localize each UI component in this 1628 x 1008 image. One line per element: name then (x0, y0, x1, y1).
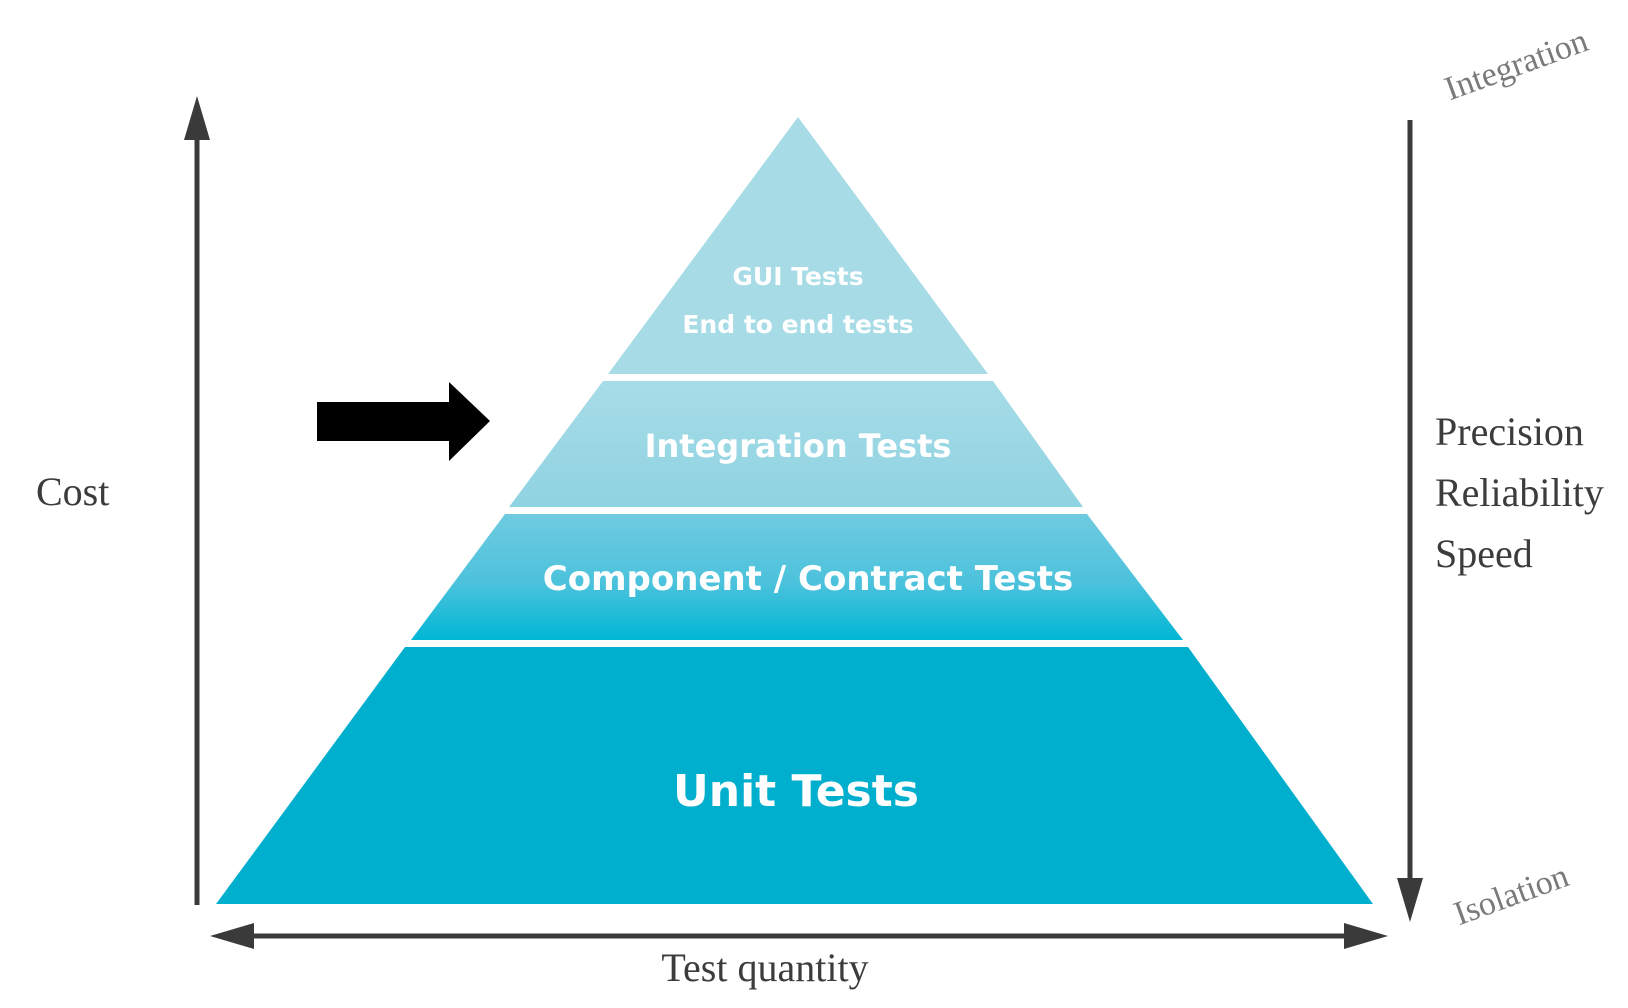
integration-isolation-arrowhead-icon (1397, 878, 1423, 922)
pyramid-layer-integration (509, 381, 1083, 507)
unit-tests-label: Unit Tests (673, 766, 919, 817)
pointer-arrow-icon (317, 382, 490, 461)
quantity-axis-left-arrowhead-icon (210, 923, 254, 949)
cost-label: Cost (36, 469, 109, 514)
pyramid-layer-gui (608, 117, 988, 374)
speed-label: Speed (1435, 531, 1533, 576)
component-contract-tests-label: Component / Contract Tests (543, 559, 1073, 599)
integration-tests-label: Integration Tests (645, 427, 952, 465)
cost-axis-arrowhead-icon (184, 96, 210, 140)
test-quantity-label: Test quantity (661, 945, 868, 990)
pyramid-layer-component (411, 514, 1183, 640)
precision-label: Precision (1435, 409, 1584, 454)
reliability-label: Reliability (1435, 470, 1604, 515)
end-to-end-tests-label: End to end tests (682, 310, 913, 339)
isolation-corner-label: Isolation (1449, 857, 1573, 932)
gui-tests-label: GUI Tests (732, 262, 863, 291)
integration-corner-label: Integration (1440, 22, 1593, 108)
quantity-axis-right-arrowhead-icon (1344, 923, 1388, 949)
pyramid-layer-unit (216, 647, 1373, 904)
